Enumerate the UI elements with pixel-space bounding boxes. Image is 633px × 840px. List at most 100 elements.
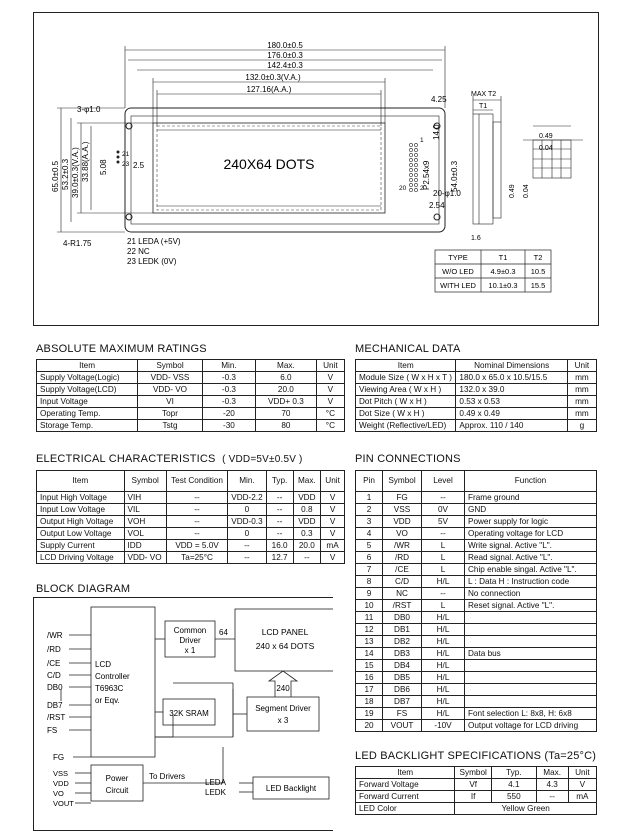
svg-text:T1: T1 [499, 253, 508, 262]
led-spec-title: LED BACKLIGHT SPECIFICATIONS (Ta=25°C) [355, 750, 597, 762]
bus-64: 64 [219, 628, 228, 637]
panel-line2: 240 x 64 DOTS [256, 641, 315, 651]
display-text: 240X64 DOTS [223, 156, 314, 172]
svg-text:WITH LED: WITH LED [440, 281, 476, 290]
sig-fs: FS [47, 726, 57, 735]
pin-20: 20 [399, 185, 407, 192]
sig-rd: /RD [47, 645, 61, 654]
svg-text:Power: Power [106, 774, 129, 783]
dim-176: 176.0±0.3 [267, 51, 303, 60]
led-pin-23: 23 LEDK (0V) [127, 257, 177, 266]
led-backlight: LED Backlight [266, 784, 317, 793]
mech-title: MECHANICAL DATA [355, 343, 461, 355]
dim-1-6: 1.6 [471, 235, 481, 242]
hole-label: 3-φ1.0 [77, 105, 101, 114]
svg-text:Common: Common [174, 626, 206, 635]
thickness-table [434, 249, 552, 293]
pin-21: 21 [122, 151, 130, 158]
to-drivers: To Drivers [149, 772, 185, 781]
svg-text:4.9±0.3: 4.9±0.3 [491, 267, 516, 276]
sig-vss: VSS [53, 769, 68, 778]
led-pin-22: 22 NC [127, 247, 150, 256]
dim-142: 142.4±0.3 [267, 61, 303, 70]
abs-max-title: ABSOLUTE MAXIMUM RATINGS [36, 343, 207, 355]
bus-240: 240 [276, 684, 290, 693]
led-pin-21: 21 LEDA (+5V) [127, 237, 181, 246]
dim-14: 14.0 [432, 124, 441, 140]
block-title: BLOCK DIAGRAM [36, 583, 131, 595]
svg-text:Driver: Driver [179, 636, 201, 645]
sig-fg: FG [53, 753, 64, 762]
max-t2-label: MAX T2 [471, 91, 496, 98]
dot-dim-gap-v: 0.04 [523, 184, 530, 198]
svg-text:T2: T2 [534, 253, 543, 262]
sig-db0: DB0 [47, 683, 63, 692]
svg-text:10.5: 10.5 [531, 267, 546, 276]
panel-line1: LCD PANEL [262, 627, 309, 637]
sig-vdd: VDD [53, 779, 69, 788]
dot-dim-w: 0.49 [539, 133, 553, 140]
svg-text:x 3: x 3 [278, 716, 289, 725]
svg-text:x 1: x 1 [185, 646, 196, 655]
dim-39: 39.0±0.3(V.A.) [71, 147, 80, 198]
abs-max-table: Item Symbol Min. Max. Unit Supply Voltag… [35, 359, 346, 432]
controller-line4: or Eqv. [95, 696, 120, 705]
svg-text:Circuit: Circuit [106, 786, 129, 795]
sig-ledk: LEDK [205, 788, 227, 797]
t1-label: T1 [479, 103, 487, 110]
dim-180: 180.0±0.5 [267, 41, 303, 50]
dim-5-08: 5.08 [99, 159, 108, 175]
dim-53: 53.2±0.3 [61, 158, 70, 190]
svg-text:W/O LED: W/O LED [442, 267, 474, 276]
dim-2-5: 2.5 [133, 161, 145, 170]
sig-ce: /CE [47, 659, 60, 668]
elec-title: ELECTRICAL CHARACTERISTICS ( VDD=5V±0.5V… [36, 453, 303, 465]
dim-65: 65.0±0.5 [51, 160, 60, 192]
sig-cd: C/D [47, 671, 61, 680]
dim-2-54: 2.54 [429, 201, 445, 210]
block-diagram: /WR /RD /CE C/D DB0 DB7 /RST FS LCD Cont… [33, 597, 333, 831]
sig-leda: LEDA [205, 778, 227, 787]
svg-text:10.1±0.3: 10.1±0.3 [488, 281, 517, 290]
dim-4-25: 4.25 [431, 95, 447, 104]
pin-23: 23 [122, 161, 130, 168]
sram: 32K SRAM [169, 709, 209, 718]
table-row: Weight (Reflective/LED)Approx. 110 / 140… [354, 419, 598, 432]
sig-db7: DB7 [47, 701, 63, 710]
dot-dim-gap: 0.04 [539, 145, 553, 152]
dim-132: 132.0±0.3(V.A.) [245, 73, 301, 82]
controller-line2: Controller [95, 672, 130, 681]
svg-text:TYPE: TYPE [448, 253, 468, 262]
sig-rst: /RST [47, 713, 65, 722]
dim-54: 54.0±0.3 [450, 160, 459, 192]
